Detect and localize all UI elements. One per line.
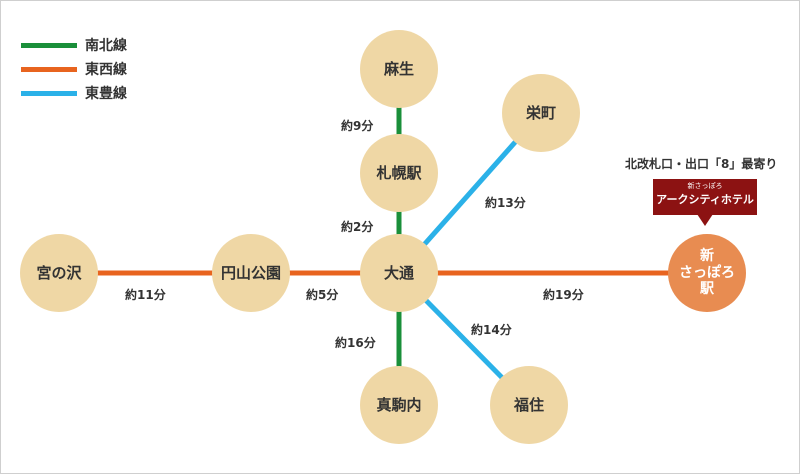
- hotel-sign: 新さっぽろ アークシティホテル: [653, 179, 757, 215]
- travel-time-odori-makomanai: 約16分: [335, 336, 376, 350]
- legend-tozai: 東西線: [21, 59, 127, 79]
- hotel-sign-small-text: 新さっぽろ: [687, 182, 723, 190]
- station-asabu: 麻生: [360, 30, 438, 108]
- travel-time-sakaemachi-odori: 約13分: [485, 196, 526, 210]
- station-sapporo: 札幌駅: [360, 134, 438, 212]
- hotel-pointer: [697, 214, 713, 226]
- station-maruyama: 円山公園: [212, 234, 290, 312]
- legend-swatch-namboku: [21, 42, 77, 48]
- station-sakaemachi: 栄町: [502, 74, 580, 152]
- travel-time-miyanosawa-maruyama: 約11分: [125, 288, 166, 302]
- station-makomanai: 真駒内: [360, 366, 438, 444]
- hotel-name: アークシティホテル: [656, 193, 754, 206]
- legend-toho: 東豊線: [21, 83, 127, 103]
- travel-time-sapporo-odori: 約2分: [341, 220, 374, 234]
- station-odori: 大通: [360, 234, 438, 312]
- travel-time-odori-shin-sapporo: 約19分: [543, 288, 584, 302]
- station-fukuzumi: 福住: [490, 366, 568, 444]
- exit-note: 北改札口・出口「8」最寄り: [625, 157, 778, 171]
- legend-label: 東豊線: [85, 86, 127, 102]
- travel-time-odori-fukuzumi: 約14分: [471, 323, 512, 337]
- station-miyanosawa: 宮の沢: [20, 234, 98, 312]
- travel-time-asabu-sapporo: 約9分: [341, 119, 374, 133]
- legend-swatch-tozai: [21, 66, 77, 72]
- legend-label: 南北線: [85, 38, 127, 54]
- legend-namboku: 南北線: [21, 35, 127, 55]
- station-shin-sapporo: 新 さっぽろ 駅: [668, 234, 746, 312]
- legend-label: 東西線: [85, 62, 127, 78]
- legend-swatch-toho: [21, 90, 77, 96]
- travel-time-maruyama-odori: 約5分: [306, 288, 339, 302]
